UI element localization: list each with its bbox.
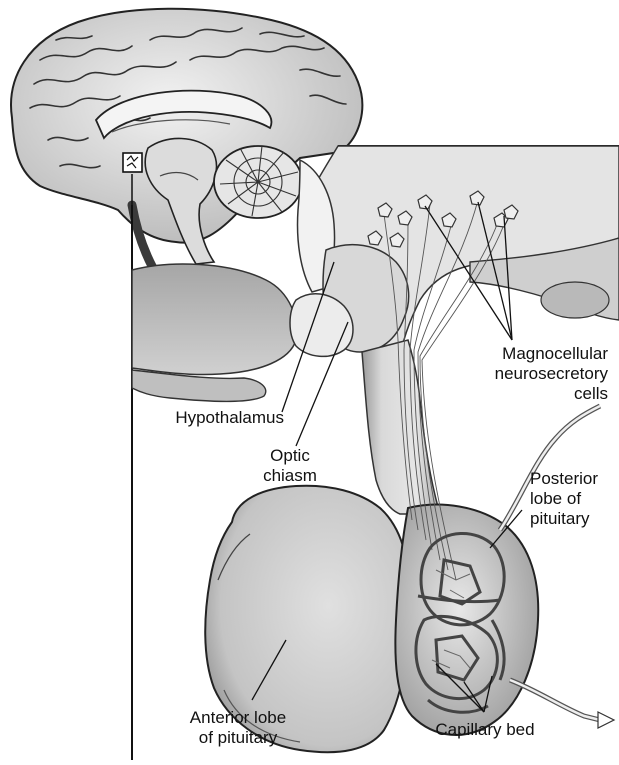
- label-posterior-lobe: Posterior lobe of pituitary: [530, 469, 616, 529]
- label-capillary-bed: Capillary bed: [418, 720, 552, 740]
- label-posterior-line-2: lobe of: [530, 489, 616, 509]
- label-magnocellular-line-2: neurosecretory: [440, 364, 608, 384]
- label-posterior-line-3: pituitary: [530, 509, 616, 529]
- label-magnocellular-line-1: Magnocellular: [440, 344, 608, 364]
- label-posterior-line-1: Posterior: [530, 469, 616, 489]
- label-optic-chiasm-line-1: Optic: [252, 446, 328, 466]
- label-anterior-line-1: Anterior lobe: [166, 708, 310, 728]
- label-magnocellular-cells: Magnocellular neurosecretory cells: [440, 344, 608, 404]
- label-anterior-line-2: of pituitary: [166, 728, 310, 748]
- label-optic-chiasm: Optic chiasm: [252, 446, 328, 486]
- label-magnocellular-line-3: cells: [440, 384, 608, 404]
- label-anterior-lobe: Anterior lobe of pituitary: [166, 708, 310, 748]
- label-optic-chiasm-line-2: chiasm: [252, 466, 328, 486]
- label-hypothalamus: Hypothalamus: [136, 408, 284, 428]
